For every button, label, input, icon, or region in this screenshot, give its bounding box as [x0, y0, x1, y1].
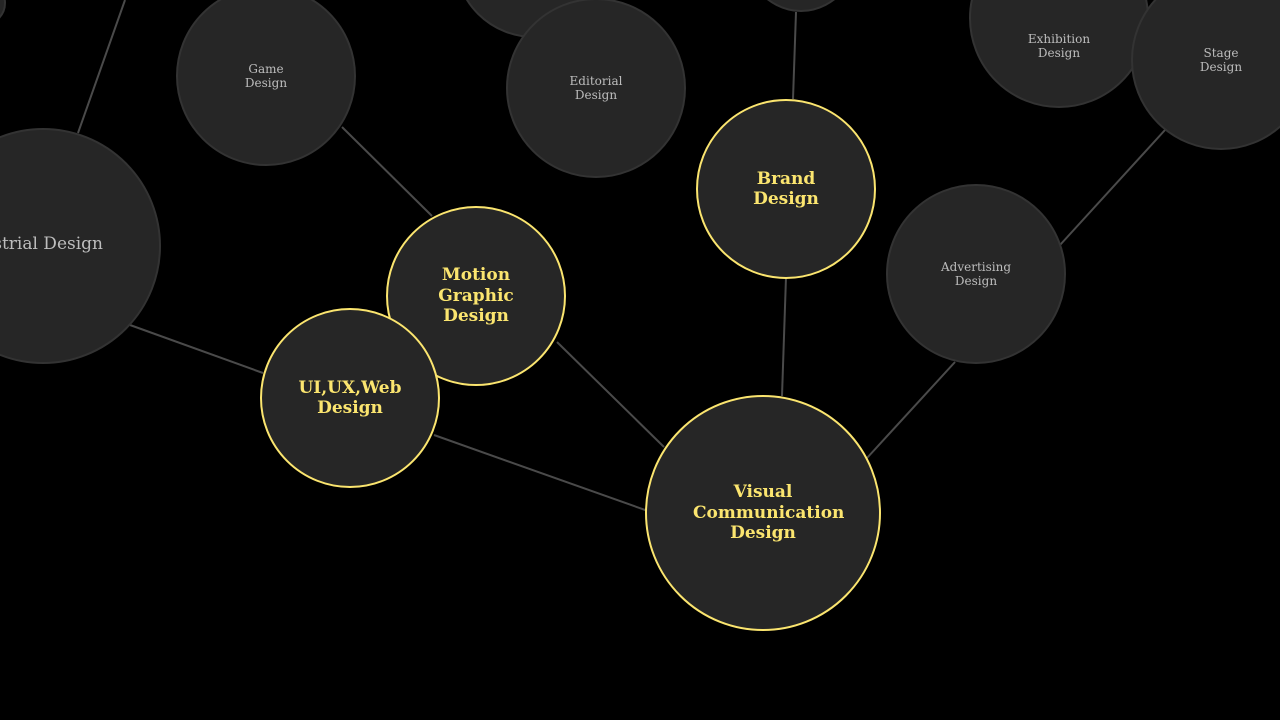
node-label: Visual Communication Design — [693, 482, 845, 544]
node-ui-ux-web-design[interactable]: UI,UX,Web Design — [260, 308, 440, 488]
node-label: Editorial Design — [569, 73, 623, 102]
edge-top-left — [77, 0, 126, 134]
node-label: Stage Design — [1199, 45, 1243, 74]
edge-top-brand — [792, 11, 797, 100]
node-label: Brand Design — [753, 168, 819, 209]
node-brand-design[interactable]: Brand Design — [696, 99, 876, 279]
node-label: Motion Graphic Design — [438, 265, 514, 327]
edge-industrial-uiux — [129, 324, 264, 374]
node-visual-communication-design[interactable]: Visual Communication Design — [645, 395, 881, 631]
edge-advertising-visual — [866, 361, 956, 459]
node-label: Exhibition Design — [1027, 31, 1091, 60]
node-label: Game Design — [244, 61, 288, 90]
node-editorial-design[interactable]: Editorial Design — [506, 0, 686, 178]
node-game-design[interactable]: Game Design — [176, 0, 356, 166]
edge-motion-visual — [556, 341, 665, 448]
node-label: Industrial Design — [0, 234, 103, 254]
edge-uiux-visual — [433, 434, 649, 512]
edge-stage-advertising — [1059, 129, 1166, 246]
edge-brand-visual — [781, 276, 787, 397]
node-advertising-design[interactable]: Advertising Design — [886, 184, 1066, 364]
node-label: UI,UX,Web Design — [298, 377, 402, 418]
edge-game-motion — [341, 126, 433, 217]
node-label: Advertising Design — [940, 259, 1012, 288]
